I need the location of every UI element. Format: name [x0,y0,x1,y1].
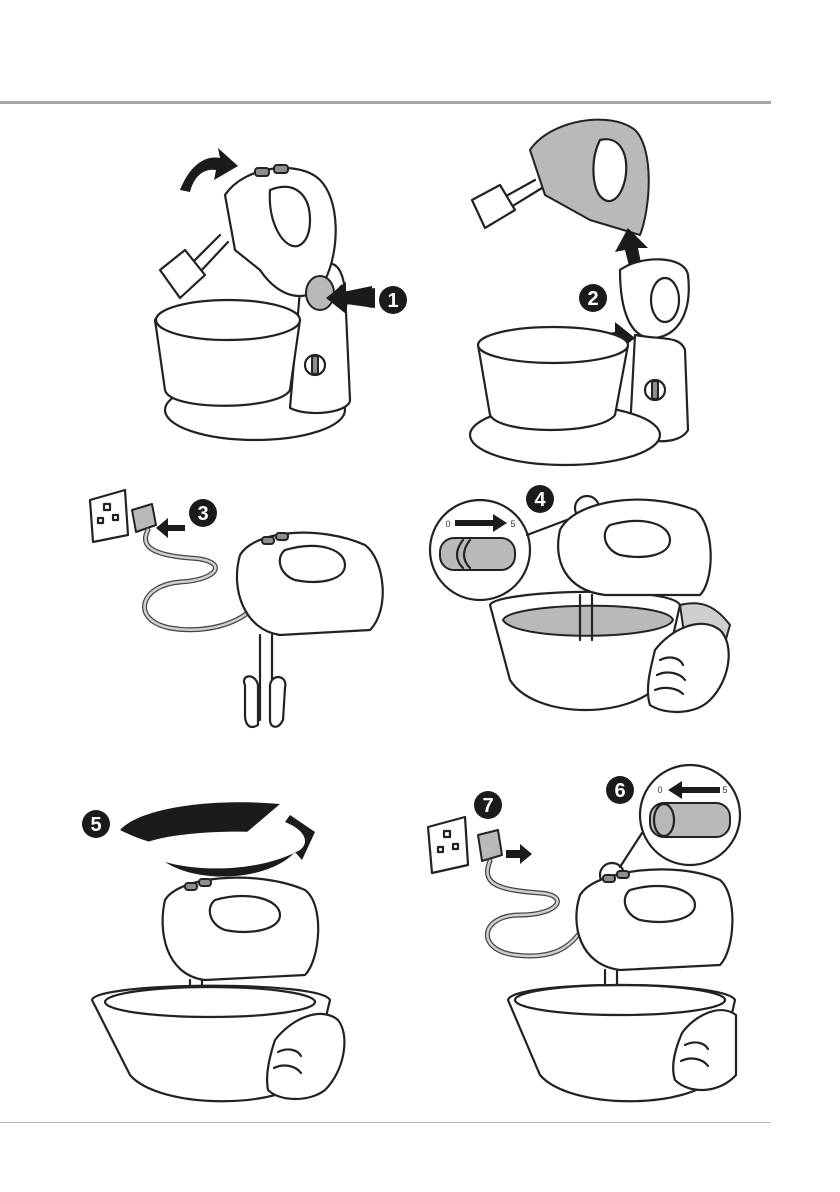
speed-scale-min: 0 [657,785,662,795]
step-6-badge: 6 [606,776,634,804]
step-1-badge: 1 [379,286,407,314]
step-5-badge: 5 [82,810,110,838]
svg-text:2: 2 [587,288,598,310]
beaters [244,676,258,727]
header-rule [0,101,771,104]
step-4-illustration: 4 0 5 [415,480,745,730]
hand-mixer-lifted [530,120,649,235]
speed-scale-max: 5 [722,785,727,795]
step-2-badge: 2 [579,284,607,312]
step-5-illustration: 5 [80,790,360,1110]
step-6-7-illustration: 7 6 0 5 [420,775,740,1110]
step-7-badge: 7 [474,791,502,819]
power-plug [478,830,502,861]
speed-slider [440,538,515,570]
step-1-illustration: 1 [150,140,410,450]
step-4-badge: 4 [526,485,554,513]
svg-text:1: 1 [387,290,398,312]
hand-mixer [163,878,319,980]
svg-text:6: 6 [614,780,625,802]
svg-text:3: 3 [197,503,208,525]
hand-mixer [576,869,732,970]
wall-socket [90,490,128,542]
step-3-badge: 3 [189,499,217,527]
hand-mixer [237,533,383,635]
speed-scale-max: 5 [510,519,515,529]
power-plug [132,504,156,532]
batter [503,606,673,636]
svg-text:7: 7 [482,795,493,817]
wall-socket [428,817,468,873]
unplug-arrow-icon [506,844,532,864]
footer-rule [0,1122,771,1123]
speed-scale-min: 0 [445,519,450,529]
step-3-illustration: 3 [80,480,400,740]
insert-arrow-icon [156,518,185,538]
hand-mixer [558,500,711,595]
svg-text:5: 5 [90,814,101,836]
release-button [306,276,334,310]
power-cord [487,861,578,956]
speed-slider [650,803,730,837]
step-2-illustration: 2 [460,110,720,470]
tilt-arrow-icon [180,148,238,192]
svg-text:4: 4 [534,489,546,511]
